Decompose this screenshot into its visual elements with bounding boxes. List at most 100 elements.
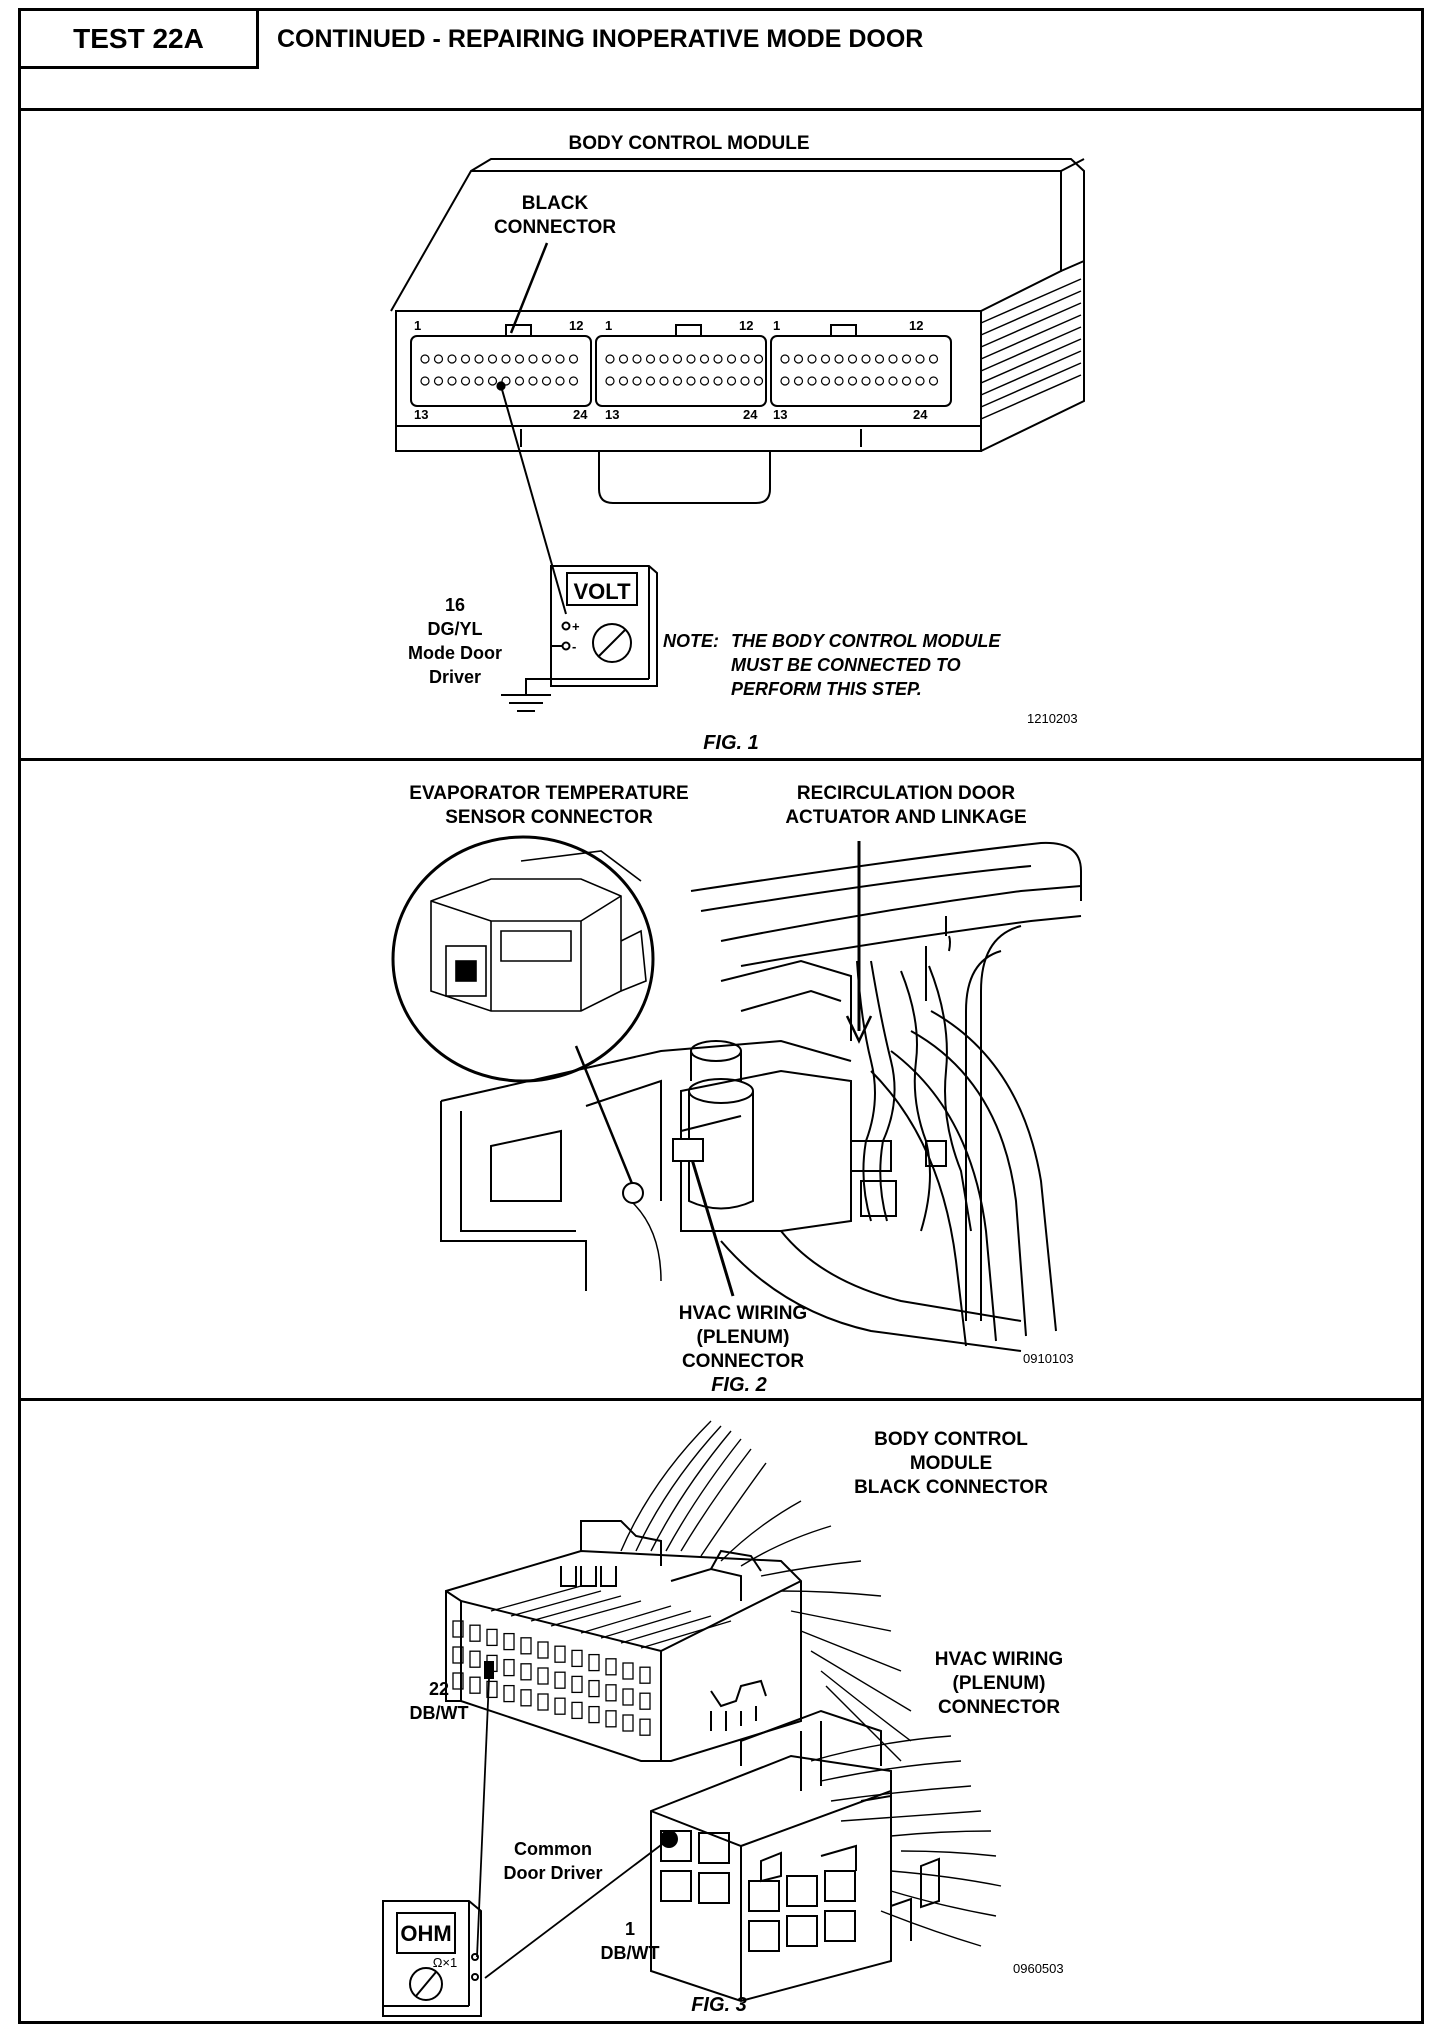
connector-cavity	[571, 1649, 583, 1668]
pin-cavity	[605, 354, 615, 364]
hvac-wire-bundle	[810, 1735, 1002, 1947]
connector-cavity	[622, 1714, 634, 1732]
common-driver-line1: Common	[514, 1839, 592, 1859]
connector-cavity	[452, 1620, 464, 1638]
pin-cavity	[928, 376, 939, 386]
pin-cavity	[447, 376, 457, 386]
bcm-ribs	[490, 1585, 732, 1649]
pin-number-12: 12	[569, 318, 583, 333]
pin-cavity	[820, 376, 831, 386]
pin-cavity	[901, 376, 912, 386]
note-line1: THE BODY CONTROL MODULE	[731, 631, 1001, 651]
connector-cavity	[605, 1658, 617, 1676]
pin-number-1: 1	[605, 318, 612, 333]
pin-cavity	[501, 354, 511, 364]
meter-display: OHM	[400, 1921, 451, 1946]
pin-cavity	[888, 376, 898, 386]
connector-cavity	[503, 1632, 515, 1651]
connector-cavity	[537, 1693, 549, 1711]
evaporator-sensor	[622, 1182, 644, 1204]
pin-cavity	[861, 376, 871, 386]
hvac-label-line3: CONNECTOR	[938, 1697, 1060, 1718]
pin-cavity	[433, 354, 444, 364]
pin-cavity	[874, 354, 885, 364]
meter-range: Ω×1	[433, 1955, 458, 1970]
ohmmeter	[382, 1900, 482, 2017]
bcm-wire-bundle	[620, 1420, 912, 1762]
hvac-label-line1: HVAC WIRING	[679, 1303, 807, 1324]
pin-number-1: 1	[773, 318, 780, 333]
pin-cavity	[726, 354, 737, 364]
connector-cavity	[639, 1666, 651, 1684]
figure-3-panel: BODY CONTROL MODULE BLACK CONNECTOR HVAC…	[21, 1401, 1421, 2021]
connector-cavity	[554, 1671, 566, 1689]
connector-cavity	[571, 1675, 583, 1694]
connector-label-line2: CONNECTOR	[494, 217, 616, 238]
pin-cavity	[807, 354, 817, 364]
module-back-edge	[470, 158, 1085, 272]
connector-label-line1: BLACK	[522, 193, 589, 214]
evaporator-label-line1: EVAPORATOR TEMPERATURE	[409, 783, 688, 804]
pin-cavity	[820, 354, 831, 364]
pin-cavity	[793, 376, 804, 386]
pin-cavity	[740, 354, 750, 364]
pin-cavity	[915, 376, 925, 386]
connector-cavity	[520, 1689, 532, 1707]
pin-number-12: 12	[739, 318, 753, 333]
pin-cavity	[780, 376, 790, 386]
black-connector	[410, 335, 592, 407]
pin-cavity	[699, 376, 710, 386]
pin-cavity	[420, 354, 430, 364]
pin-number-24: 24	[573, 407, 588, 422]
connector-cavity	[639, 1718, 651, 1736]
connector-cavity	[639, 1692, 651, 1710]
pin-cavity	[713, 354, 723, 364]
connector-cavity	[588, 1653, 600, 1672]
pin-cavity	[487, 376, 498, 386]
pin-cavity	[901, 354, 912, 364]
pin-cavity	[632, 354, 642, 364]
connector-leader-line	[509, 242, 549, 334]
pin-cavity	[618, 376, 629, 386]
pin-cavity	[645, 376, 656, 386]
pin-cavity	[928, 354, 939, 364]
pin-cavity	[528, 376, 538, 386]
pin-cavity	[888, 354, 898, 364]
pin-cavity	[726, 376, 737, 386]
pin-cavity	[433, 376, 444, 386]
pin-cavity	[847, 354, 858, 364]
dash-top-edge	[690, 841, 1082, 901]
connector-cavity	[554, 1645, 566, 1663]
wire-function-line2: Driver	[429, 667, 481, 687]
pin-22-cavity	[484, 1661, 494, 1679]
pin-cavity	[672, 376, 683, 386]
pin-cavity	[568, 376, 579, 386]
pin-number-13: 13	[773, 407, 787, 422]
evaporator-label-line2: SENSOR CONNECTOR	[445, 807, 653, 828]
connector-cavity	[520, 1663, 532, 1681]
recirculation-label-line2: ACTUATOR AND LINKAGE	[785, 807, 1026, 828]
test-number: TEST 22A	[21, 11, 259, 69]
connector-cavity	[537, 1641, 549, 1659]
module-top-face	[390, 170, 1062, 312]
figure-1-panel: 1 12 1 12 1 12 13 24 13 24 13 24 BODY CO…	[21, 111, 1421, 761]
pin-cavity	[487, 354, 498, 364]
connector-cavity	[469, 1624, 481, 1642]
connector-2	[595, 335, 767, 407]
evaporator-housing-top	[440, 1039, 852, 1102]
connector-cavity	[469, 1650, 481, 1668]
pin-cavity	[793, 354, 804, 364]
recirculation-label-line1: RECIRCULATION DOOR	[797, 783, 1015, 804]
connector-cavity	[452, 1646, 464, 1664]
plus-terminal: +	[572, 619, 580, 634]
pin-cavity	[420, 376, 430, 386]
pin-number-12: 12	[909, 318, 923, 333]
connector-3	[770, 335, 952, 407]
figure-2-drawing: EVAPORATOR TEMPERATURE SENSOR CONNECTOR …	[391, 783, 1082, 1396]
figure-caption: FIG. 3	[691, 1994, 747, 2016]
hvac-leader-line	[689, 1155, 735, 1297]
pin-cavity	[807, 376, 817, 386]
sensor-leader-line	[574, 1045, 635, 1187]
pin-cavity	[501, 376, 511, 386]
bcm-black-connector	[445, 1520, 802, 1762]
